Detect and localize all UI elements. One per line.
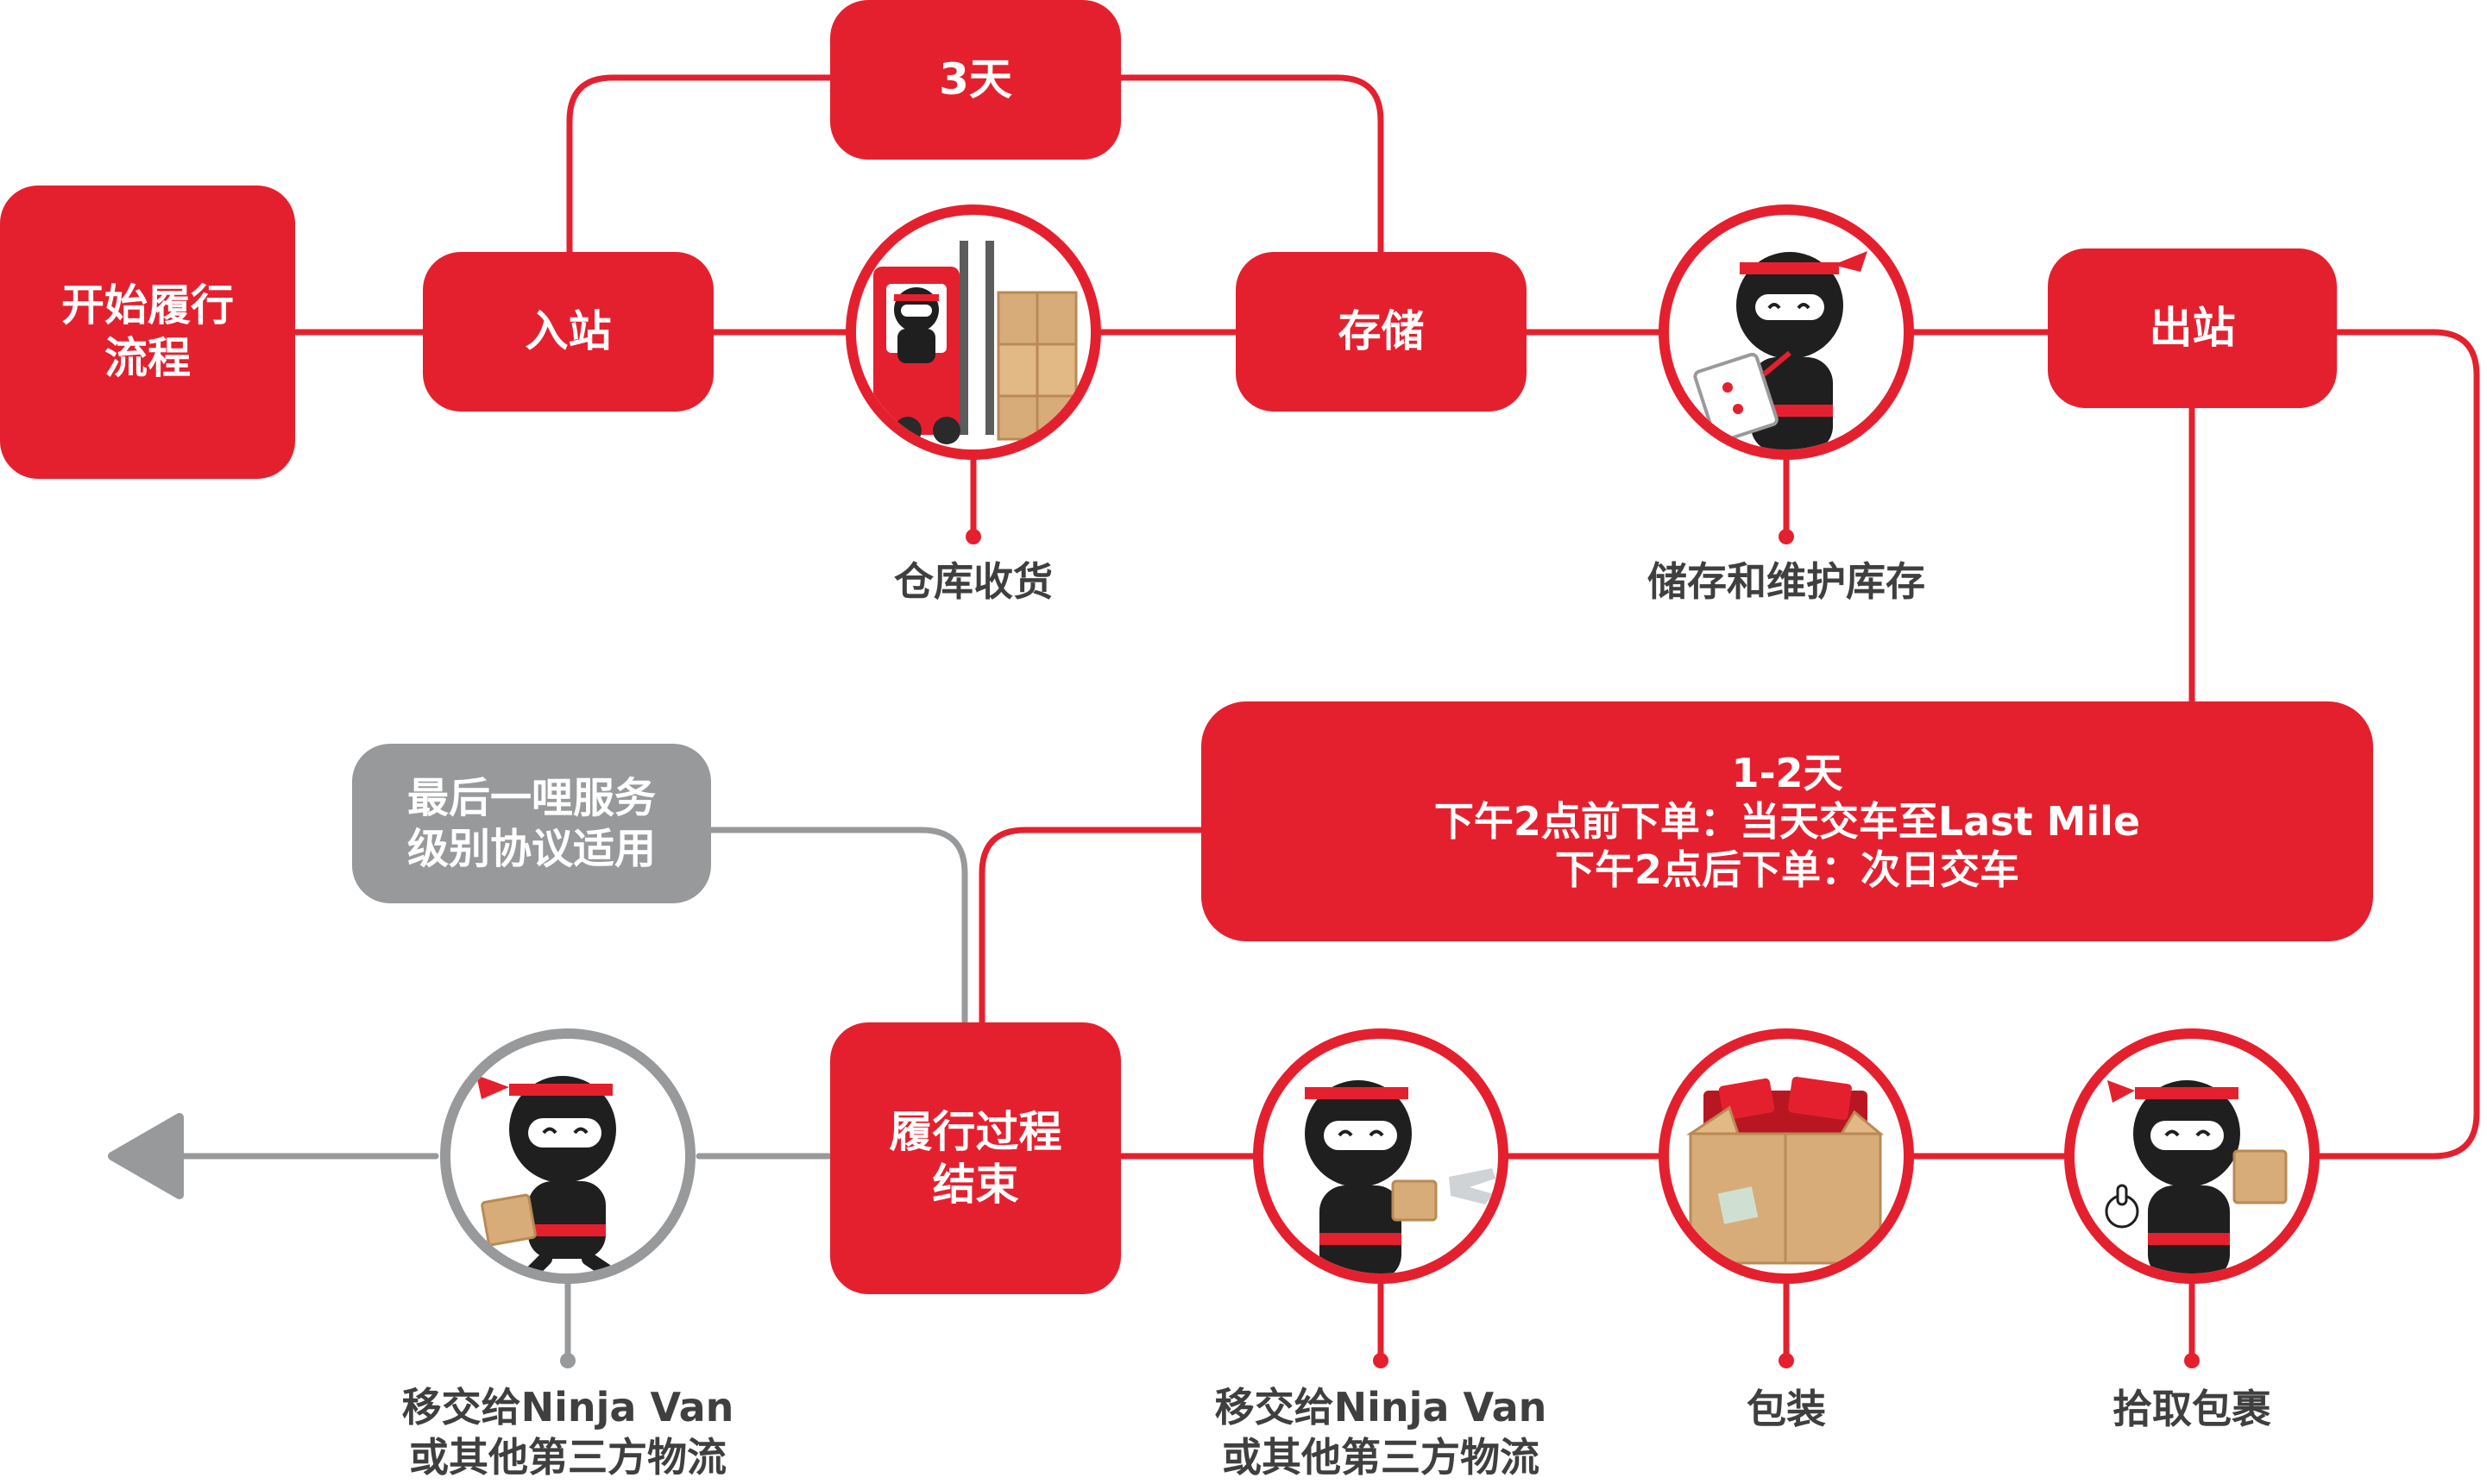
end-node: 履行过程 结束: [830, 1022, 1121, 1294]
step-label-pick: 拾取包裹: [2019, 1385, 2364, 1435]
step-label-receiving: 仓库收货: [801, 557, 1146, 607]
start-node-line-2: 流程: [104, 333, 191, 383]
connector-12day-to-end: [979, 827, 1206, 1026]
duration-1-2-days-line-2: 下午2点前下单：当天交车至Last Mile: [1433, 797, 2141, 845]
dot-pick: [2184, 1353, 2200, 1368]
outbound-node-label: 出站: [2149, 303, 2236, 353]
sla-note: 最后一哩服务 级别协议适用: [352, 744, 711, 903]
sla-note-line-1: 最后一哩服务: [406, 773, 656, 822]
parcel-box-icon: [1659, 1028, 1914, 1284]
arrow-left-icon: [108, 1113, 184, 1199]
connector-outbound-loop: [2188, 329, 2480, 1160]
outbound-node: 出站: [2048, 248, 2337, 408]
end-node-line-2: 结束: [932, 1159, 1019, 1210]
duration-3-days: 3天: [830, 0, 1121, 160]
step-label-pack: 包装: [1640, 1385, 1933, 1435]
step-label-maintain-text: 储存和维护库存: [1647, 558, 1925, 605]
dot-receiving: [966, 529, 981, 544]
step-label-handover-grey-line-2: 或其他第三方物流: [409, 1433, 727, 1481]
duration-1-2-days-line-3: 下午2点后下单：次日交车: [1554, 846, 2019, 894]
clipboard-ninja-icon: [1659, 204, 1914, 460]
step-label-handover-grey-line-1: 移交给Ninja Van: [401, 1384, 734, 1431]
running-ninja-icon: [440, 1028, 696, 1284]
inbound-node: 入站: [423, 252, 714, 412]
step-label-handover-grey: 移交给Ninja Van 或其他第三方物流: [343, 1383, 792, 1482]
duration-1-2-days-title: 1-2天: [1731, 749, 1843, 796]
step-label-maintain: 储存和维护库存: [1571, 557, 2002, 607]
handing-ninja-icon: [1253, 1028, 1508, 1284]
dot-maintain: [1779, 529, 1794, 544]
step-label-handover-red-line-2: 或其他第三方物流: [1222, 1433, 1539, 1481]
inbound-node-label: 入站: [525, 306, 612, 356]
forklift-ninja-icon: [846, 204, 1101, 460]
start-node-line-1: 开始履行: [61, 280, 234, 330]
thumbs-up-ninja-icon: [2064, 1028, 2320, 1284]
step-label-pack-text: 包装: [1747, 1386, 1826, 1432]
dot-handover-red: [1373, 1353, 1388, 1368]
dot-pack: [1779, 1353, 1794, 1368]
sla-note-line-2: 级别协议适用: [406, 824, 656, 873]
step-label-handover-red: 移交给Ninja Van 或其他第三方物流: [1156, 1383, 1605, 1482]
connector-sla: [704, 827, 968, 1026]
dot-handover-grey: [560, 1353, 576, 1368]
step-label-receiving-text: 仓库收货: [894, 558, 1053, 605]
duration-3-days-label: 3天: [939, 54, 1012, 104]
storage-node-label: 存储: [1338, 306, 1425, 356]
step-label-pick-text: 拾取包裹: [2112, 1386, 2271, 1432]
duration-1-2-days: 1-2天 下午2点前下单：当天交车至Last Mile 下午2点后下单：次日交车: [1201, 701, 2373, 941]
start-node: 开始履行 流程: [0, 186, 295, 479]
end-node-line-1: 履行过程: [889, 1106, 1062, 1157]
step-label-handover-red-line-1: 移交给Ninja Van: [1214, 1384, 1547, 1431]
storage-node: 存储: [1236, 252, 1527, 412]
